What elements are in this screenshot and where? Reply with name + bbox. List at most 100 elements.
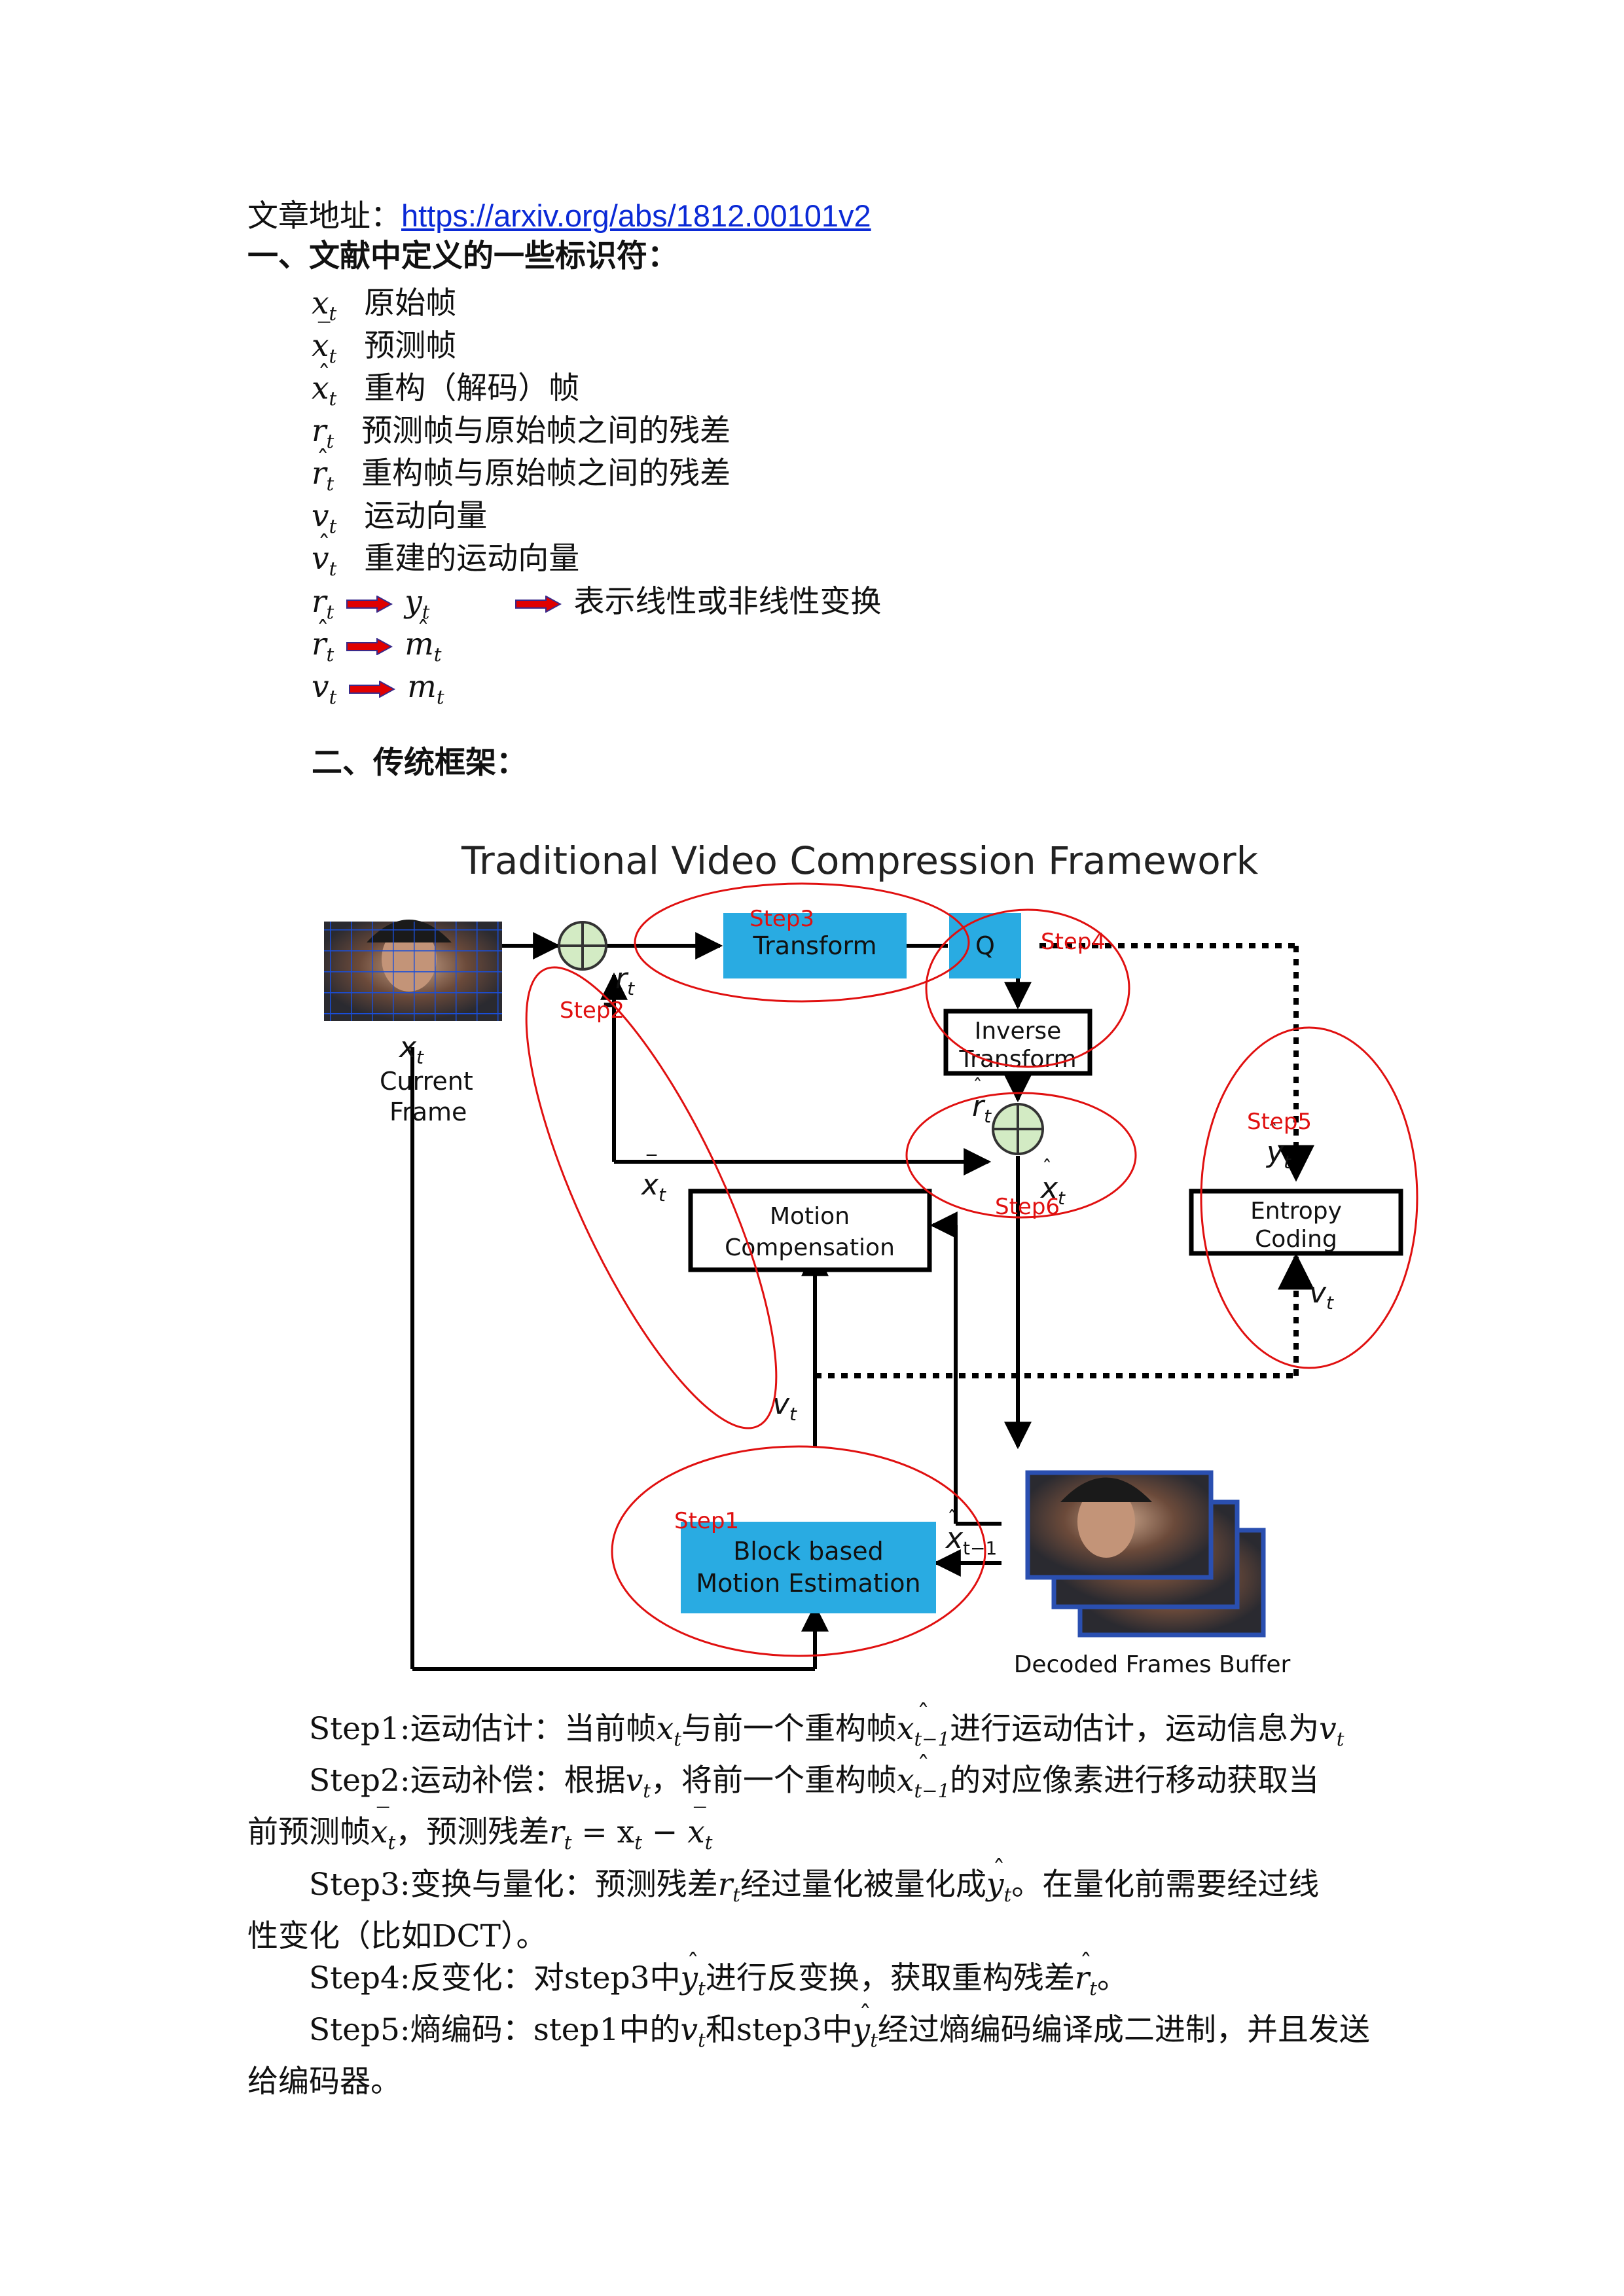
inverse-label-2: Transform bbox=[958, 1046, 1076, 1073]
entropy-label-2: Coding bbox=[1255, 1226, 1337, 1253]
hat-accent-rhat: ˆ bbox=[973, 1075, 983, 1098]
red-arrow-icon bbox=[515, 596, 562, 613]
current-label-1: Current bbox=[380, 1067, 473, 1096]
transform-note: 表示线性或非线性变换 bbox=[573, 584, 882, 620]
me-label-1: Block based bbox=[733, 1537, 884, 1566]
hat-accent-yhat: ˆ bbox=[1268, 1120, 1278, 1143]
red-arrow-icon bbox=[346, 596, 393, 613]
source-link[interactable]: https://arxiv.org/abs/1812.00101v2 bbox=[401, 198, 871, 233]
minus-sign: - bbox=[602, 984, 616, 1022]
q-label: Q bbox=[975, 931, 995, 960]
motion-estimation-block: Block based Motion Estimation bbox=[681, 1522, 936, 1613]
me-label-2: Motion Estimation bbox=[696, 1569, 920, 1598]
current-frame-image bbox=[324, 920, 502, 1021]
symbol-description: 重构（解码）帧 bbox=[364, 370, 580, 406]
entropy-label-1: Entropy bbox=[1250, 1198, 1342, 1225]
symbol-description: 预测帧 bbox=[364, 328, 457, 364]
symbol-description: 重建的运动向量 bbox=[364, 541, 580, 577]
step-line: 给编码器。 bbox=[247, 2064, 401, 2100]
hat-accent-xhat: ˆ bbox=[1042, 1157, 1052, 1179]
bar-accent-mark: ‾ bbox=[646, 1152, 657, 1175]
step1-label: Step1 bbox=[674, 1508, 739, 1534]
section1-title: 一、文献中定义的一些标识符： bbox=[247, 238, 678, 274]
transform-label: Transform bbox=[752, 931, 876, 960]
xhat-tm1-symbol: xt−1 bbox=[945, 1522, 997, 1559]
inverse-label-1: Inverse bbox=[975, 1018, 1062, 1045]
rt: rt bbox=[549, 1814, 572, 1854]
diagram-connectors bbox=[410, 932, 1032, 1671]
xbar-t: x‾t bbox=[687, 1803, 713, 1854]
transform-to-symbol: mt bbox=[407, 669, 444, 709]
reconstruction-adder bbox=[992, 1103, 1044, 1155]
decoded-buffer-label: Decoded Frames Buffer bbox=[1014, 1651, 1291, 1678]
step2-label: Step2 bbox=[560, 997, 624, 1024]
xbar-t: x‾t bbox=[370, 1803, 396, 1854]
decoded-frames-stack bbox=[1025, 1470, 1266, 1638]
red-arrow-icon bbox=[346, 638, 393, 655]
vt-symbol-right: vt bbox=[1309, 1276, 1334, 1314]
symbol-description: 重构帧与原始帧之间的残差 bbox=[361, 456, 731, 492]
symbol: x‾t bbox=[312, 317, 337, 368]
red-arrow-icon bbox=[349, 681, 396, 698]
step5-ellipse bbox=[1200, 1026, 1418, 1369]
transform-row: rt yt 表示线性或非线性变换 bbox=[312, 583, 881, 632]
current-label-2: Frame bbox=[389, 1098, 467, 1126]
rt-symbol: rt bbox=[615, 962, 635, 999]
mc-label-1: Motion bbox=[770, 1203, 850, 1230]
step3-ellipse bbox=[634, 882, 970, 1003]
transform-block: Transform bbox=[723, 913, 907, 978]
vt: vt bbox=[625, 1763, 651, 1803]
symbol-row: x‾t 预测帧 bbox=[312, 317, 457, 376]
source-line: 文章地址：https://arxiv.org/abs/1812.00101v2 bbox=[247, 196, 871, 236]
step5-label: Step5 bbox=[1247, 1109, 1312, 1135]
entropy-coding-block: Entropy Coding bbox=[1189, 1189, 1403, 1256]
framework-diagram: Traditional Video Compression Framework bbox=[324, 838, 1418, 1678]
xhat-symbol: xt bbox=[1039, 1172, 1066, 1209]
source-label: 文章地址： bbox=[247, 198, 401, 234]
vt: vt bbox=[1319, 1711, 1344, 1751]
residual-adder bbox=[558, 921, 607, 971]
transform-from-symbol: rt bbox=[312, 584, 334, 624]
symbol-description: 原始帧 bbox=[364, 285, 457, 321]
step6-ellipse bbox=[905, 1092, 1137, 1219]
xt: xt bbox=[656, 1711, 681, 1751]
step1-ellipse bbox=[611, 1445, 986, 1657]
xt-symbol: xt bbox=[398, 1031, 424, 1068]
transform-from-symbol: vt bbox=[312, 669, 337, 709]
xbar-symbol: xt bbox=[640, 1168, 666, 1206]
diagram-title: Traditional Video Compression Framework bbox=[461, 838, 1259, 883]
yhat-symbol: yt bbox=[1265, 1136, 1291, 1173]
step-annotations bbox=[525, 882, 1418, 1657]
step2-ellipse bbox=[525, 966, 778, 1429]
step4-ellipse bbox=[925, 908, 1130, 1068]
hat-accent-xtm1: ˆ bbox=[947, 1507, 957, 1530]
step-line: 前预测帧x‾t，预测残差rt = xt − x‾t bbox=[247, 1803, 1380, 1863]
symbol-description: 预测帧与原始帧之间的残差 bbox=[361, 413, 731, 449]
symbol-description: 运动向量 bbox=[364, 498, 488, 534]
step3-label: Step3 bbox=[749, 906, 814, 932]
step-line: 性变化（比如DCT）。 bbox=[247, 1918, 547, 1954]
transform-to-symbol: yt bbox=[405, 584, 430, 624]
inverse-transform-block: Inverse Transform bbox=[943, 1009, 1092, 1076]
